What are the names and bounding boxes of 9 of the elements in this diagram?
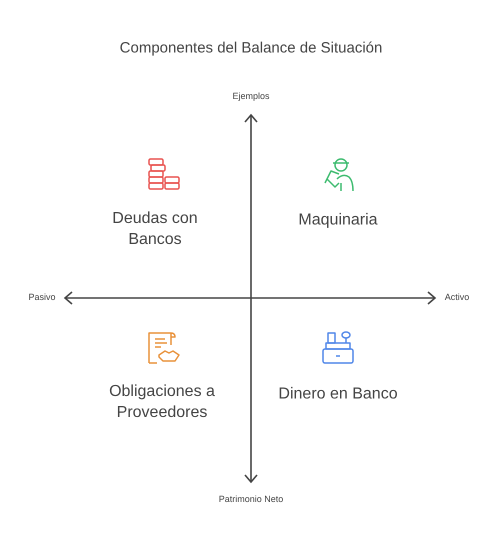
quadrant-label: Maquinaria [297, 210, 379, 231]
quadrant-label: Deudas con Bancos [111, 209, 199, 250]
quadrant-label: Dinero en Banco [277, 384, 399, 405]
axis-label: Activo [444, 292, 470, 304]
axis-label: Pasivo [28, 292, 56, 304]
axis-label: Patrimonio Neto [218, 494, 284, 506]
diagram-title: Componentes del Balance de Situación [120, 40, 382, 56]
axis-label: Ejemplos [232, 91, 270, 103]
quadrant-label: Obligaciones a Proveedores [108, 382, 216, 423]
